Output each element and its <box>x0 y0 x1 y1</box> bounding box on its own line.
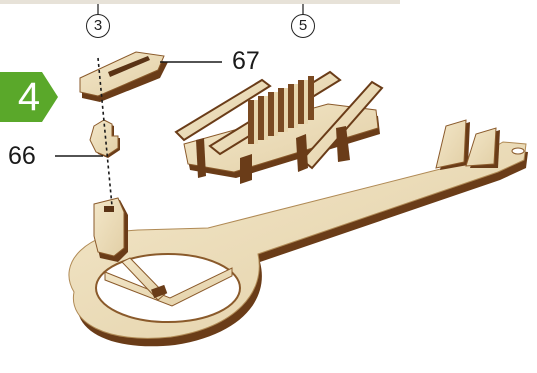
frame-assembly <box>176 72 382 184</box>
part-67-label: 67 <box>232 47 260 75</box>
part-66-label: 66 <box>8 142 36 170</box>
base-plate <box>69 142 528 346</box>
part-67 <box>80 52 168 102</box>
top-crop-strip <box>0 0 400 4</box>
post-piece <box>94 198 128 262</box>
step-badge: 4 <box>0 72 58 122</box>
right-uprights <box>436 120 500 170</box>
step-number: 4 <box>10 74 48 120</box>
callout-3: 3 <box>86 14 110 38</box>
callout-5: 5 <box>291 14 315 38</box>
